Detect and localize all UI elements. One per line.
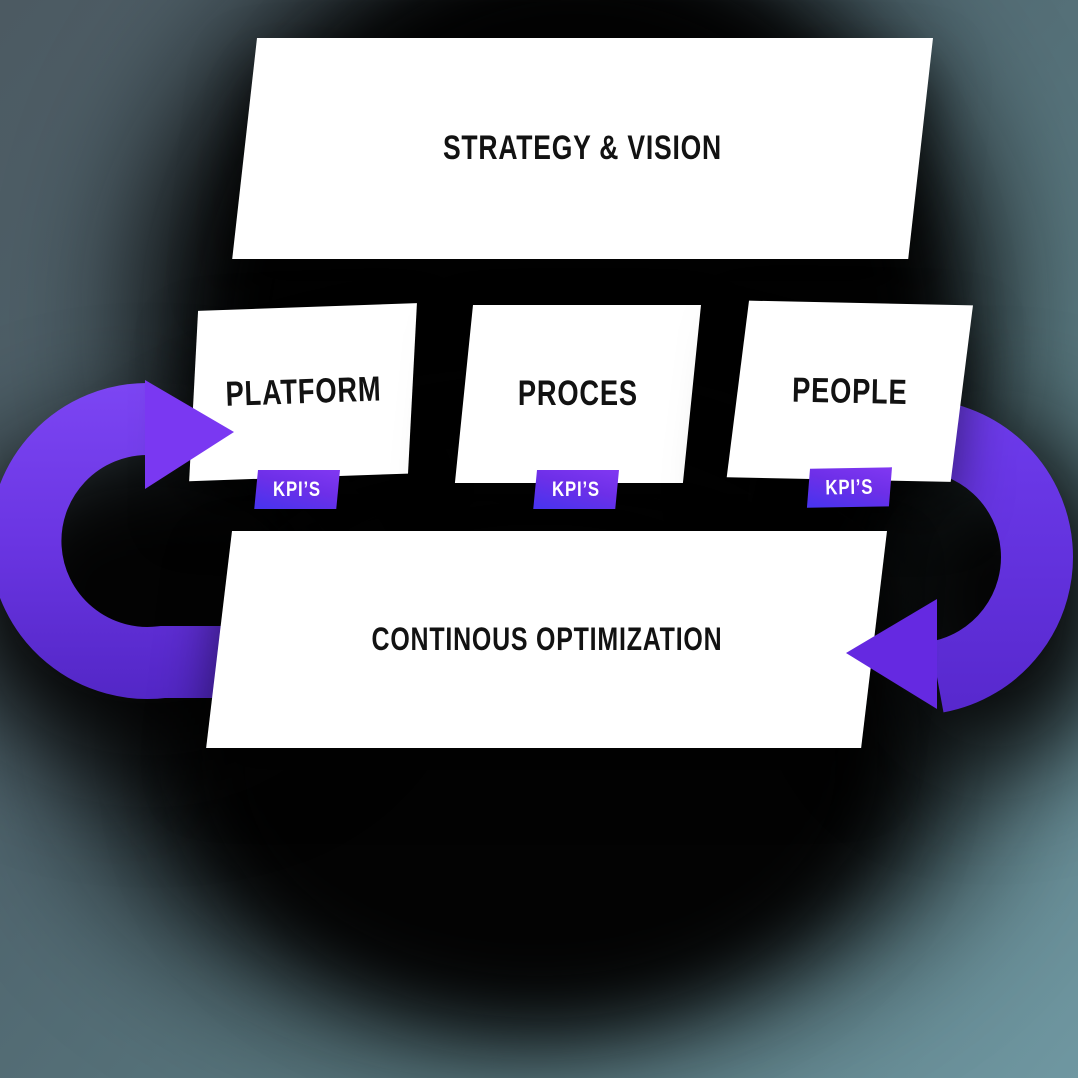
kpi-badge-platform: KPI’S [254,470,340,509]
kpi-badge-people-label: KPI’S [825,475,874,499]
people-label: PEOPLE [791,370,908,412]
proces-box: PROCES [454,305,701,483]
strategy-vision-label: STRATEGY & VISION [443,129,723,167]
kpi-badge-people: KPI’S [806,467,892,508]
continuous-optimization-box: CONTINOUS OPTIMIZATION [206,531,887,748]
kpi-badge-proces-label: KPI’S [552,477,601,501]
proces-label: PROCES [517,374,638,413]
platform-label: PLATFORM [224,369,382,414]
platform-box: PLATFORM [189,303,417,482]
people-box: PEOPLE [726,300,973,482]
kpi-badge-proces: KPI’S [533,470,619,509]
continuous-optimization-label: CONTINOUS OPTIMIZATION [371,621,722,657]
kpi-badge-platform-label: KPI’S [273,477,322,501]
strategy-vision-box: STRATEGY & VISION [232,38,933,259]
